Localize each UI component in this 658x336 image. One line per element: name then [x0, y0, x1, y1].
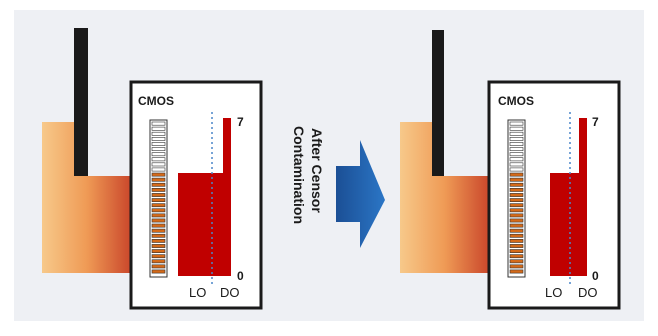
right-segment: [509, 188, 524, 192]
right-segment: [509, 147, 524, 152]
left-segment-stack: [151, 121, 166, 274]
left-sensor: CMOS 7 0 LO DO: [42, 28, 263, 310]
right-scale-min: 0: [592, 269, 599, 283]
right-segment: [509, 249, 524, 254]
left-segment: [151, 157, 166, 162]
right-segment: [509, 269, 524, 274]
left-segment: [151, 121, 166, 126]
left-segment: [151, 167, 166, 172]
left-segment: [151, 223, 166, 228]
left-segment: [151, 218, 166, 223]
arrow-caption-line1: After Censor: [309, 128, 325, 213]
left-target-block: [42, 122, 132, 273]
right-segment: [509, 218, 524, 223]
right-segment: [509, 228, 524, 233]
transition-arrow: After Censor Contamination: [291, 126, 385, 248]
left-segment: [151, 126, 166, 131]
left-scale-max: 7: [237, 115, 244, 129]
left-segment: [151, 152, 166, 157]
left-segment: [151, 193, 166, 197]
right-segment: [509, 142, 524, 146]
left-segment: [151, 188, 166, 192]
right-cmos-label: CMOS: [498, 94, 534, 108]
right-segment: [509, 157, 524, 162]
right-segment: [509, 121, 524, 126]
left-do-bar: [223, 118, 231, 276]
right-lo-label: LO: [545, 285, 562, 300]
left-segment: [151, 264, 166, 269]
left-scale-min: 0: [237, 269, 244, 283]
right-do-bar: [579, 118, 587, 276]
left-segment: [151, 203, 166, 208]
right-segment: [509, 213, 524, 218]
left-segment: [151, 233, 166, 238]
left-segment: [151, 239, 166, 243]
right-segment: [509, 182, 524, 187]
left-segment: [151, 269, 166, 274]
right-scale-max: 7: [592, 115, 599, 129]
right-segment: [509, 208, 524, 213]
right-segment: [509, 126, 524, 131]
left-segment: [151, 198, 166, 203]
left-segment: [151, 259, 166, 264]
left-segment: [151, 254, 166, 259]
right-segment: [509, 177, 524, 182]
right-sensor: CMOS 7 0 LO DO: [400, 30, 621, 310]
right-segment: [509, 203, 524, 208]
right-segment: [509, 239, 524, 243]
left-segment: [151, 213, 166, 218]
right-segment: [509, 137, 524, 141]
right-do-label: DO: [578, 285, 598, 300]
left-segment: [151, 162, 166, 167]
right-segment: [509, 172, 524, 177]
right-segment-stack: [509, 121, 524, 274]
right-arrow-icon: [336, 140, 385, 248]
left-segment: [151, 177, 166, 182]
right-segment: [509, 254, 524, 259]
right-target-block: [400, 122, 490, 273]
right-segment: [509, 223, 524, 228]
left-segment: [151, 131, 166, 136]
left-segment: [151, 137, 166, 141]
left-do-label: DO: [220, 285, 240, 300]
right-lo-bar: [550, 173, 584, 276]
right-segment: [509, 162, 524, 167]
left-sensor-arm: [74, 28, 88, 176]
right-sensor-arm: [432, 30, 444, 176]
arrow-caption-line2: Contamination: [291, 126, 307, 224]
left-segment: [151, 182, 166, 187]
left-segment: [151, 147, 166, 152]
right-segment: [509, 131, 524, 136]
right-segment: [509, 233, 524, 238]
left-segment: [151, 244, 166, 248]
left-segment: [151, 142, 166, 146]
left-segment: [151, 172, 166, 177]
left-segment: [151, 228, 166, 233]
right-segment: [509, 167, 524, 172]
left-segment: [151, 249, 166, 254]
right-segment: [509, 193, 524, 197]
right-segment: [509, 152, 524, 157]
left-segment: [151, 208, 166, 213]
left-lo-bar: [178, 173, 228, 276]
right-segment: [509, 264, 524, 269]
left-lo-label: LO: [189, 285, 206, 300]
right-segment: [509, 198, 524, 203]
left-cmos-label: CMOS: [138, 94, 174, 108]
right-segment: [509, 244, 524, 248]
right-segment: [509, 259, 524, 264]
